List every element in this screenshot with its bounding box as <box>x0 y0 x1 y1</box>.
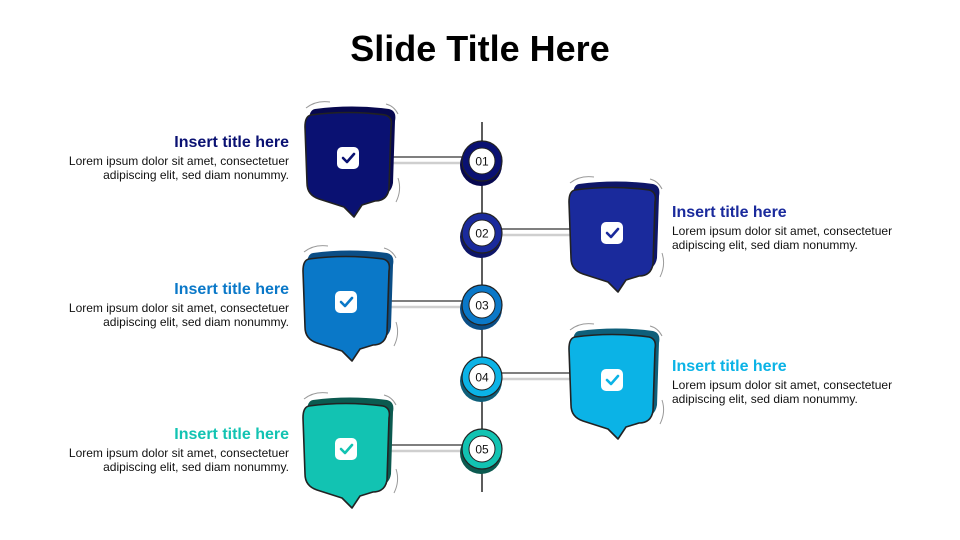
item-title: Insert title here <box>672 358 787 375</box>
sketch-mark <box>383 394 397 406</box>
sketch-mark <box>393 321 399 347</box>
step-number: 01 <box>475 155 489 169</box>
sketch-mark <box>303 392 329 400</box>
sketch-mark <box>303 245 329 253</box>
item-description: Lorem ipsum dolor sit amet, consectetuer… <box>68 446 289 474</box>
item-description: Lorem ipsum dolor sit amet, consectetuer… <box>68 154 289 182</box>
item-description: Lorem ipsum dolor sit amet, consectetuer… <box>672 224 893 252</box>
sketch-mark <box>385 103 399 115</box>
check-mark <box>605 374 620 386</box>
number-center <box>468 291 496 319</box>
item-title: Insert title here <box>174 281 289 298</box>
sketch-mark <box>395 177 401 203</box>
number-center <box>468 435 496 463</box>
item-description: Lorem ipsum dolor sit amet, consectetuer… <box>672 378 893 406</box>
sketch-mark <box>659 399 665 425</box>
check-mark <box>339 296 354 308</box>
sketch-mark <box>649 178 663 190</box>
check-mark <box>341 152 356 164</box>
check-mark <box>605 227 620 239</box>
step-number: 02 <box>475 227 489 241</box>
item-title: Insert title here <box>174 134 289 151</box>
sketch-mark <box>569 176 595 184</box>
number-center <box>468 363 496 391</box>
item-title: Insert title here <box>174 426 289 443</box>
sketch-mark <box>569 323 595 331</box>
check-icon-box <box>337 147 359 169</box>
number-center <box>468 219 496 247</box>
check-icon-box <box>601 369 623 391</box>
sketch-mark <box>383 247 397 259</box>
slide-title: Slide Title Here <box>350 28 610 69</box>
step-number: 04 <box>475 371 489 385</box>
sketch-mark <box>649 325 663 337</box>
item-description: Lorem ipsum dolor sit amet, consectetuer… <box>68 301 289 329</box>
item-title: Insert title here <box>672 204 787 221</box>
number-center <box>468 147 496 175</box>
check-icon-box <box>601 222 623 244</box>
sketch-mark <box>659 252 665 278</box>
check-mark <box>339 443 354 455</box>
step-number: 03 <box>475 299 489 313</box>
check-icon-box <box>335 438 357 460</box>
sketch-mark <box>393 468 399 494</box>
sketch-mark <box>305 101 331 109</box>
step-number: 05 <box>475 443 489 457</box>
check-icon-box <box>335 291 357 313</box>
